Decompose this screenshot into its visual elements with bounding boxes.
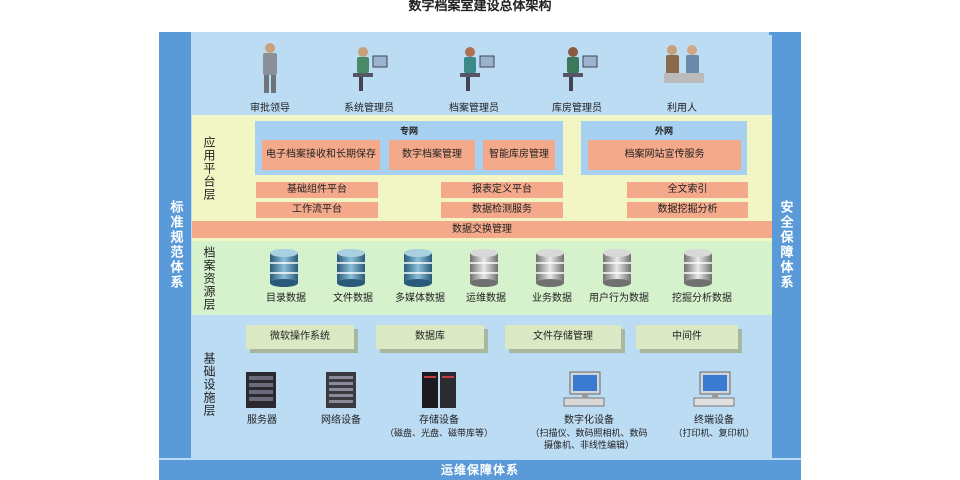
- computer-user-icon: [460, 47, 495, 91]
- hardware-note: 摄像机、非线性编辑）: [543, 441, 634, 451]
- operations-system-bar: 运维保障体系: [159, 460, 801, 480]
- user-system-admin: 系统管理员: [329, 40, 409, 114]
- user-label: 库房管理员: [552, 103, 602, 114]
- terminal-device-icon: [693, 371, 735, 407]
- infra-os: 微软操作系统: [246, 325, 354, 349]
- app-module-smart-warehouse: 智能库房管理: [483, 140, 555, 170]
- database-icon: [603, 249, 631, 287]
- storage-device-icon: [422, 372, 456, 408]
- database-icon: [684, 249, 712, 287]
- platform-data-detection: 数据检测服务: [441, 202, 563, 218]
- resource-label: 运维数据: [466, 293, 506, 304]
- infra-file-storage: 文件存储管理: [505, 325, 621, 349]
- resource-label: 业务数据: [532, 293, 572, 304]
- layer-label-infra: 基础设施层: [202, 352, 216, 417]
- computer-user-icon: [563, 47, 598, 91]
- database-icon: [536, 249, 564, 287]
- public-network-title: 外网: [654, 127, 673, 137]
- server-icon: [246, 372, 276, 408]
- hardware-label: 网络设备: [321, 415, 361, 426]
- leader-person-icon: [263, 43, 277, 93]
- user-public-user: 利用人: [642, 40, 722, 114]
- hardware-label: 终端设备: [694, 415, 734, 426]
- app-module-archive-management: 数字档案管理: [389, 140, 475, 170]
- platform-report-definition: 报表定义平台: [441, 182, 563, 198]
- hardware-label: 存储设备: [419, 415, 459, 426]
- database-icon: [337, 249, 365, 287]
- resource-label: 文件数据: [333, 293, 373, 304]
- user-warehouse-admin: 库房管理员: [537, 40, 617, 114]
- resource-label: 挖掘分析数据: [672, 293, 732, 304]
- user-approval-leader: 审批领导: [230, 40, 310, 114]
- user-label: 系统管理员: [344, 103, 394, 114]
- digitization-device-icon: [563, 371, 605, 407]
- layer-label-app: 应用平台层: [202, 136, 216, 201]
- private-network-title: 专网: [399, 127, 418, 137]
- resource-label: 用户行为数据: [589, 293, 649, 304]
- hardware-note: （扫描仪、数码照相机、数码: [530, 429, 648, 439]
- user-label: 利用人: [667, 103, 697, 114]
- database-icon: [470, 249, 498, 287]
- infra-database: 数据库: [376, 325, 484, 349]
- platform-workflow: 工作流平台: [256, 202, 378, 218]
- infra-middleware: 中间件: [636, 325, 738, 349]
- hardware-label: 数字化设备: [564, 415, 614, 426]
- platform-fulltext-index: 全文索引: [627, 182, 748, 198]
- data-exchange-bar: 数据交换管理: [192, 221, 772, 238]
- layer-label-resource: 档案资源层: [202, 246, 216, 311]
- database-icon: [404, 249, 432, 287]
- database-icon: [270, 249, 298, 287]
- app-module-archive-receive: 电子档案接收和长期保存: [262, 140, 380, 170]
- platform-base-components: 基础组件平台: [256, 182, 378, 198]
- hardware-note: （打印机、复印机）: [673, 429, 755, 439]
- standards-system-bar: 标准规范体系: [159, 32, 191, 458]
- diagram-title: 数字档案室建设总体架构: [408, 0, 552, 14]
- platform-data-mining: 数据挖掘分析: [627, 202, 748, 218]
- user-label: 档案管理员: [449, 103, 499, 114]
- security-system-bar: 安全保障体系: [769, 32, 801, 458]
- hardware-note: （磁盘、光盘、磁带库等）: [384, 429, 493, 439]
- user-archive-admin: 档案管理员: [434, 40, 514, 114]
- user-label: 审批领导: [250, 103, 290, 114]
- people-group-icon: [664, 45, 704, 83]
- resource-label: 目录数据: [266, 293, 306, 304]
- resource-label: 多媒体数据: [395, 293, 445, 304]
- network-device-icon: [326, 372, 356, 408]
- computer-user-icon: [353, 47, 388, 91]
- database-icons: [270, 249, 712, 287]
- app-module-website: 档案网站宣传服务: [588, 140, 741, 170]
- hardware-label: 服务器: [247, 415, 277, 426]
